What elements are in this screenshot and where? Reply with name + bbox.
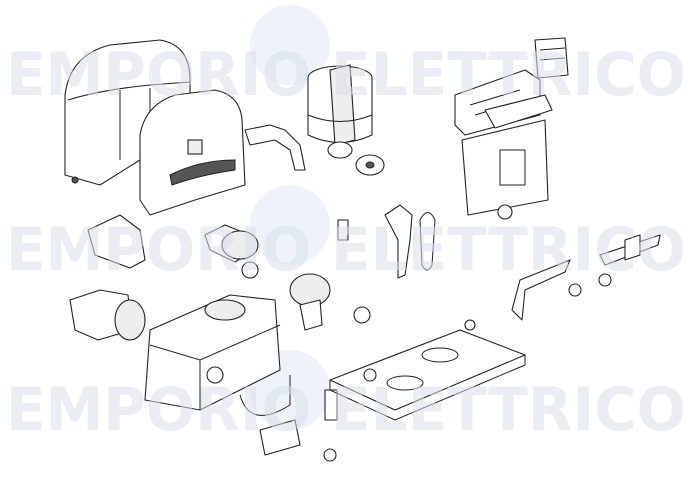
clip	[337, 219, 349, 241]
screws	[323, 273, 612, 462]
limit-cover	[87, 214, 146, 269]
rack-brackets	[511, 234, 661, 321]
drive-shaft	[204, 224, 371, 331]
bracket	[244, 124, 306, 171]
wiring-cover	[239, 375, 301, 456]
gear-cover	[69, 289, 146, 341]
front-cover	[139, 89, 246, 216]
motor	[307, 64, 385, 176]
gearbox-body	[144, 294, 281, 411]
control-board	[454, 37, 569, 220]
release-lever	[384, 204, 436, 279]
base-plate	[329, 329, 526, 421]
